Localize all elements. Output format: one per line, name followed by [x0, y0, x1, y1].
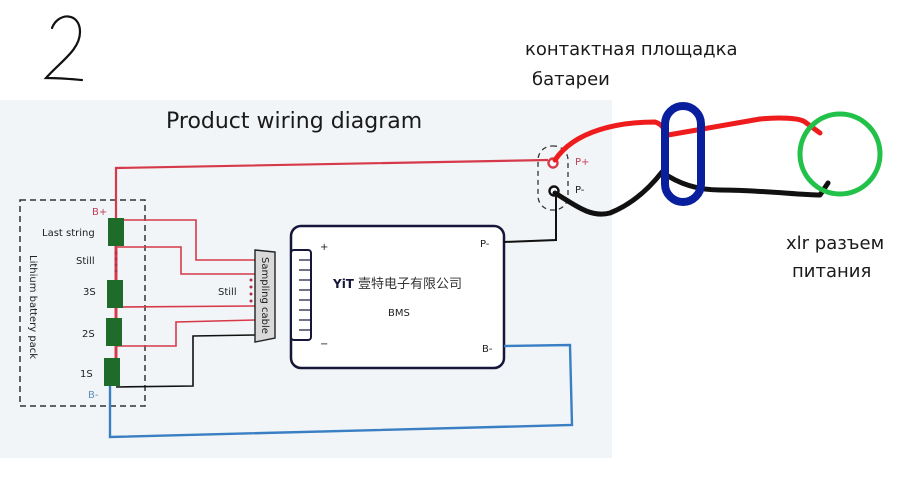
- xlr-annotation-line1: xlr разъем: [786, 233, 884, 254]
- cell-1s: [104, 358, 120, 386]
- cell-label-3s: 3S: [83, 287, 96, 298]
- sampling-cable-connector: [254, 249, 276, 343]
- bms-minus-label: −: [320, 339, 328, 350]
- xlr-annotation-line2: питания: [792, 261, 871, 282]
- output-terminal-group: [537, 145, 569, 211]
- bms-bminus-wire: [108, 343, 574, 439]
- cell-label-1s: 1S: [80, 369, 93, 380]
- battery-pad-annotation-line2: батареи: [532, 69, 610, 90]
- bms-pminus-wire: [503, 192, 557, 243]
- xlr-connector-circle: [797, 111, 883, 197]
- cell-label-2s: 2S: [82, 329, 95, 340]
- bplus-to-pplus-wire: [114, 158, 549, 222]
- bms-port-pins: [299, 259, 311, 331]
- sampling-wire-3s: [115, 305, 256, 308]
- sampling-cable-label: Sampling cable: [259, 257, 270, 334]
- bms-brand-logo: YiT: [332, 277, 355, 291]
- sampling-still-label: Still: [218, 287, 237, 298]
- bplus-label: B+: [92, 207, 107, 218]
- sampling-wire-still: [116, 246, 255, 275]
- bms-company-name: 壹特电子有限公司: [358, 277, 462, 292]
- still-dots: [114, 251, 253, 303]
- cell-label-last-string: Last string: [42, 228, 95, 239]
- pminus-label: P-: [575, 185, 585, 196]
- bms-pminus-label: P-: [480, 239, 490, 250]
- page-number-glyph: [43, 15, 84, 82]
- cell-last-string: [108, 218, 124, 246]
- battery-pad-annotation-line1: контактная площадка: [525, 39, 738, 60]
- diagram-title: Product wiring diagram: [166, 109, 422, 134]
- cell-2s: [106, 318, 122, 346]
- bms-bminus-label: B-: [482, 344, 493, 355]
- sampling-wire-2s: [116, 319, 256, 347]
- battery-pack-box: [19, 199, 146, 407]
- cell-3s: [107, 280, 123, 308]
- sampling-wire-last: [116, 219, 255, 261]
- pplus-label: P+: [575, 157, 589, 168]
- bminus-label: B-: [88, 390, 99, 401]
- battery-pack-label: Lithium battery pack: [27, 255, 38, 359]
- hand-blue-ring: [661, 102, 705, 206]
- bms-balance-port: [290, 249, 312, 341]
- bms-name: BMS: [388, 308, 410, 319]
- bms-plus-label: +: [320, 242, 328, 253]
- cell-label-still: Still: [76, 256, 95, 267]
- sampling-wire-1s: [115, 334, 256, 388]
